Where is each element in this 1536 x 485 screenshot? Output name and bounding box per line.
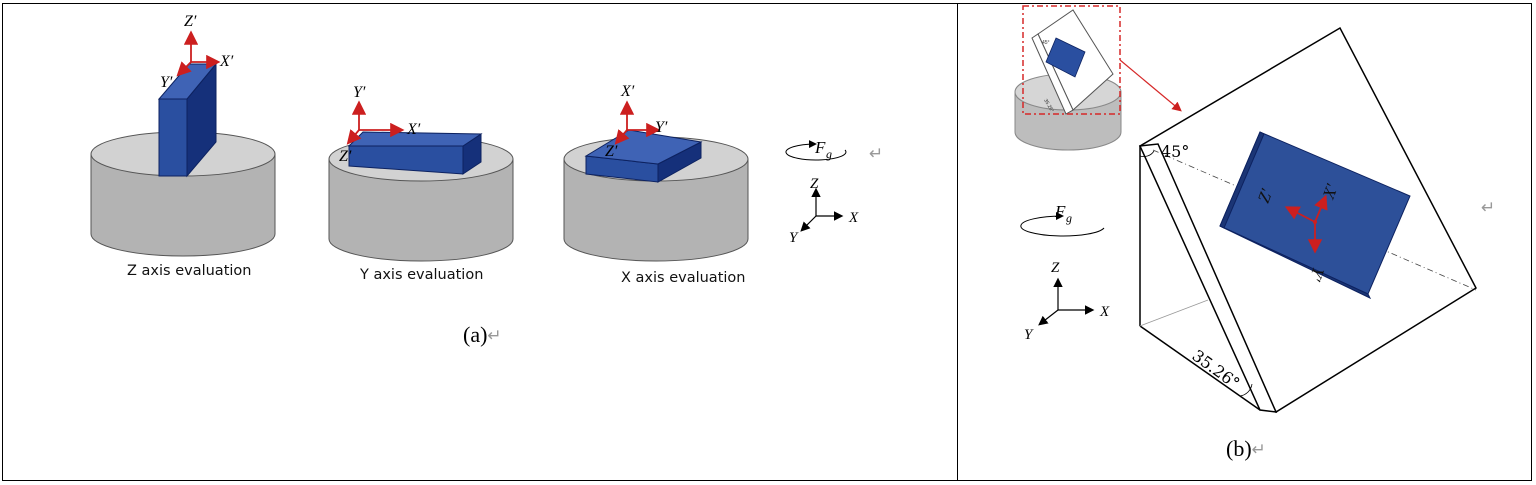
rotation-force-b: F g [1020, 202, 1105, 237]
paragraph-mark-a1: ↵ [869, 144, 884, 164]
axis-label-x-prime: X′ [219, 53, 234, 70]
axis-label-x-prime: X′ [1319, 181, 1342, 202]
figure-frame [2, 3, 1532, 481]
table-cell-divider [957, 3, 958, 481]
axis-label-y-prime: Y′ [1306, 265, 1328, 284]
axis-label-y-prime: Y′ [655, 119, 668, 136]
axis-label-x-prime: X′ [406, 121, 421, 138]
force-subscript: g [826, 147, 832, 161]
force-subscript: g [1066, 211, 1072, 225]
local-axes-y-eval: Y′ X′ Z′ [339, 84, 421, 165]
force-label: F [814, 138, 826, 157]
global-axis-y: Y [1024, 327, 1034, 343]
angle-label-top: 45° [1161, 142, 1189, 161]
thumbnail-wedge: 45° 35.26° [1031, 9, 1114, 115]
panel-a: Z′ X′ Y′ Y′ X′ Z′ [3, 4, 957, 480]
zoom-arrow [1119, 59, 1182, 112]
paragraph-mark-b1: ↵ [1481, 198, 1496, 218]
axis-label-z-prime: Z′ [339, 148, 352, 165]
caption-b: (b)↵ [1226, 436, 1266, 461]
block-x-eval [584, 129, 703, 183]
panel-b-diagram: 45° 35.26° 45° 35.26° Z [1014, 5, 1477, 414]
global-axis-x: X [848, 210, 859, 226]
global-axis-x: X [1099, 304, 1110, 320]
axis-label-z-prime: Z′ [1254, 186, 1276, 205]
label-z-axis-evaluation: Z axis evaluation [127, 263, 252, 279]
axis-label-x-prime: X′ [620, 83, 635, 100]
axis-label-z-prime: Z′ [605, 143, 618, 160]
global-axis-z: Z [810, 176, 819, 192]
local-axes-z-eval: Z′ X′ Y′ [160, 13, 234, 91]
panel-b: 45° 35.26° 45° 35.26° Z [958, 4, 1531, 480]
global-axes-b: Z X Y [1024, 260, 1110, 343]
caption-a: (a)↵ [463, 322, 502, 347]
global-axes-a: Z X Y [789, 176, 859, 246]
local-axes-b: Z′ X′ Y′ [1254, 181, 1342, 283]
block-y-eval [347, 131, 483, 175]
thumbnail-angle-top: 45° [1042, 40, 1050, 46]
label-x-axis-evaluation: X axis evaluation [621, 270, 746, 286]
label-y-axis-evaluation: Y axis evaluation [360, 267, 484, 283]
local-axes-x-eval: X′ Y′ Z′ [605, 83, 668, 160]
axis-label-y-prime: Y′ [353, 84, 366, 101]
specimen-block [1219, 131, 1411, 300]
force-label: F [1054, 202, 1066, 221]
global-axis-z: Z [1051, 260, 1060, 276]
axis-label-z-prime: Z′ [184, 13, 197, 30]
block-z-eval [157, 62, 218, 178]
axis-label-y-prime: Y′ [160, 74, 173, 91]
global-axis-y: Y [789, 230, 799, 246]
rotation-force-a: F g [785, 138, 847, 161]
panel-a-diagram: Z′ X′ Y′ Y′ X′ Z′ [90, 13, 859, 262]
